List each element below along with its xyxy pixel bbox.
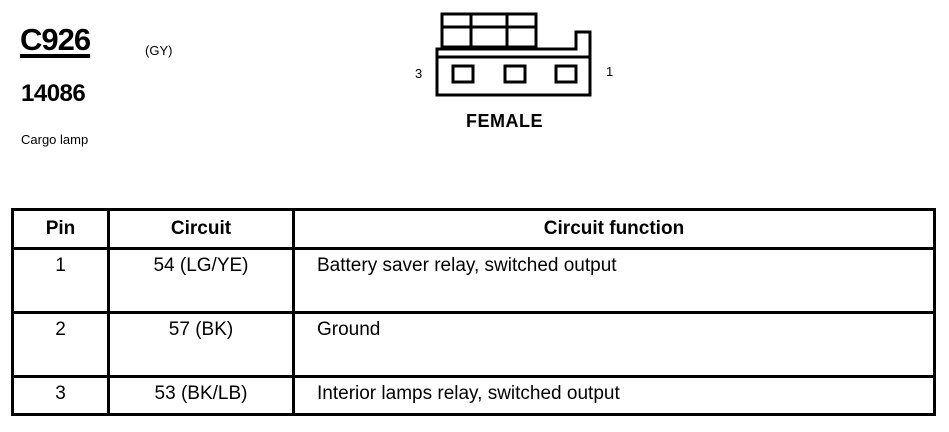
pin-3-label: 3 <box>415 66 423 81</box>
table-row: 2 57 (BK) Ground <box>11 311 936 378</box>
connector-description: Cargo lamp <box>21 132 89 147</box>
header-pin: Pin <box>11 208 110 250</box>
part-number: 14086 <box>21 80 86 107</box>
table-row: 3 53 (BK/LB) Interior lamps relay, switc… <box>11 375 936 416</box>
cell-pin: 3 <box>11 375 110 416</box>
gender-label: FEMALE <box>466 111 543 131</box>
color-code: (GY) <box>145 43 173 58</box>
cell-circuit: 57 (BK) <box>107 311 295 378</box>
pinout-table: Pin Circuit Circuit function 1 54 (LG/YE… <box>11 208 936 416</box>
table-header-row: Pin Circuit Circuit function <box>11 208 936 250</box>
cell-circuit: 54 (LG/YE) <box>107 247 295 314</box>
connector-id: C926 <box>20 22 91 57</box>
header-circuit: Circuit <box>107 208 295 250</box>
cell-pin: 2 <box>11 311 110 378</box>
connector-face-diagram <box>435 12 592 97</box>
pin-1-label: 1 <box>606 64 614 79</box>
cell-function: Ground <box>292 311 936 378</box>
header-circuit-function: Circuit function <box>292 208 936 250</box>
cell-function: Interior lamps relay, switched output <box>292 375 936 416</box>
cell-pin: 1 <box>11 247 110 314</box>
cell-circuit: 53 (BK/LB) <box>107 375 295 416</box>
table-row: 1 54 (LG/YE) Battery saver relay, switch… <box>11 247 936 314</box>
cell-function: Battery saver relay, switched output <box>292 247 936 314</box>
